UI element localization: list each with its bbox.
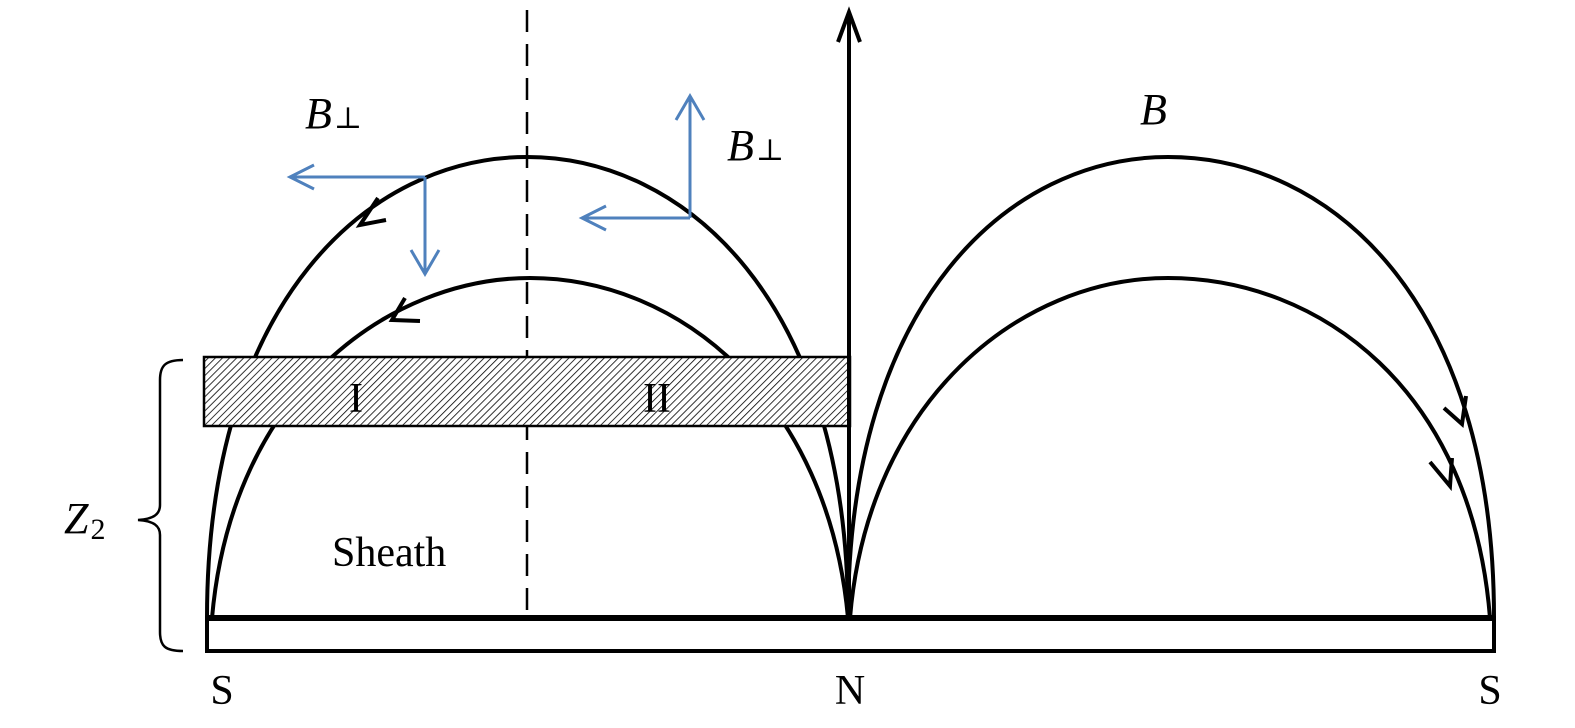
region-one-label: I [349, 376, 363, 422]
arrowhead-right-outer [1442, 395, 1468, 428]
sheath-band [202, 355, 852, 428]
field-line-right-inner [848, 275, 1492, 619]
b-perp-label-left: B⊥ [305, 89, 362, 138]
arrowhead-left-inner [388, 296, 421, 323]
b-perp-label-right: B⊥ [727, 121, 784, 170]
vertical-axis-arrowhead [836, 6, 862, 43]
field-line-left-inner [210, 275, 850, 619]
field-line-right-outer [846, 154, 1496, 619]
arrowhead-left-outer [355, 196, 387, 228]
pole-left-label: S [210, 668, 233, 714]
b-perp-vectors-left [286, 163, 441, 277]
z2-brace [137, 358, 184, 653]
pole-right-label: S [1478, 668, 1501, 714]
sheath-label: Sheath [332, 530, 446, 576]
b-perp-vectors-right [578, 93, 706, 232]
pole-center-label: N [835, 668, 865, 714]
arrowhead-right-inner [1428, 457, 1454, 492]
base-plate [205, 616, 1496, 653]
b-field-label: B [1140, 85, 1167, 134]
region-two-label: II [643, 376, 671, 422]
z2-label: Z2 [64, 494, 105, 546]
